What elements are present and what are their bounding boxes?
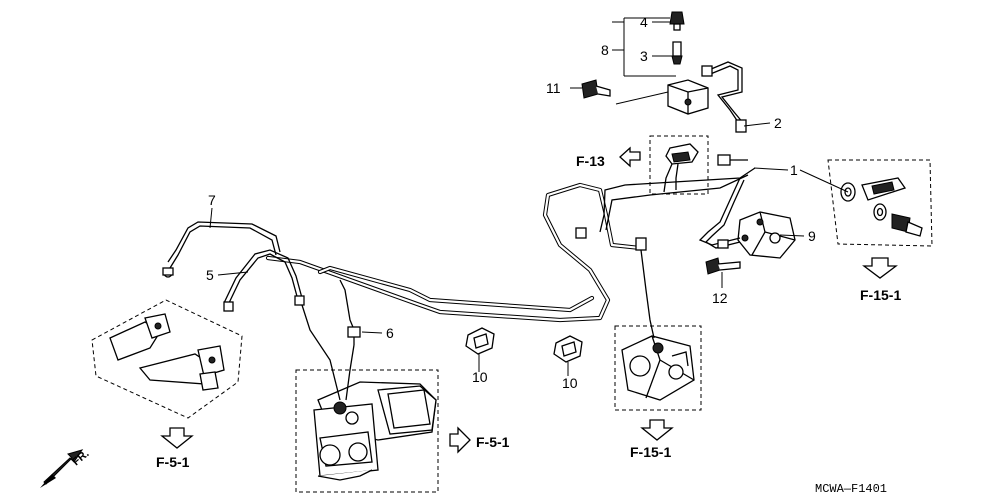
right-hose-inset	[827, 159, 933, 247]
abs-modulator-inset	[295, 369, 439, 493]
callout-10b: 10	[562, 375, 578, 391]
callout-8: 8	[601, 42, 609, 58]
reference-arrow-icon	[160, 146, 898, 454]
ref-label-f5-1-left: F-5-1	[156, 454, 190, 470]
callout-9: 9	[808, 228, 816, 244]
front-marker-label: FR.	[70, 448, 91, 469]
callout-4: 4	[640, 14, 648, 30]
ref-label-f15-1-right: F-15-1	[860, 287, 901, 303]
front-arrow-icon	[40, 449, 84, 488]
bleeder-screw-3	[671, 41, 683, 65]
brake-pipe-7	[162, 221, 281, 278]
union-fitting-6	[347, 326, 361, 345]
callout-1: 1	[790, 162, 798, 178]
callout-3: 3	[640, 48, 648, 64]
ref-label-f5-1-center: F-5-1	[476, 434, 510, 450]
flange-bolt-11	[581, 79, 611, 99]
flange-bolt-12	[705, 257, 741, 275]
proportioning-valve-9	[698, 154, 796, 259]
pipe-clip-10a	[465, 327, 495, 355]
left-caliper-inset	[91, 299, 243, 419]
bleeder-cap-4	[669, 11, 685, 31]
callout-5: 5	[206, 267, 214, 283]
callout-12: 12	[712, 290, 728, 306]
diagram-code: MCWA—F1401	[815, 482, 887, 496]
brake-pipe-bundle	[265, 167, 756, 333]
callout-2: 2	[774, 115, 782, 131]
callout-7: 7	[208, 192, 216, 208]
callout-11: 11	[546, 80, 561, 96]
ref-label-f13: F-13	[576, 153, 605, 169]
brake-pipe-5	[223, 249, 305, 312]
pipe-unions	[301, 227, 655, 401]
callout-6: 6	[386, 325, 394, 341]
pipe-clip-10b	[553, 335, 583, 363]
front-modulator-inset	[614, 325, 702, 411]
leader-lines	[209, 17, 849, 376]
ref-label-f15-1-bottom: F-15-1	[630, 444, 671, 460]
callout-10a: 10	[472, 369, 488, 385]
junction-block	[667, 61, 747, 133]
f13-inset	[649, 135, 709, 195]
